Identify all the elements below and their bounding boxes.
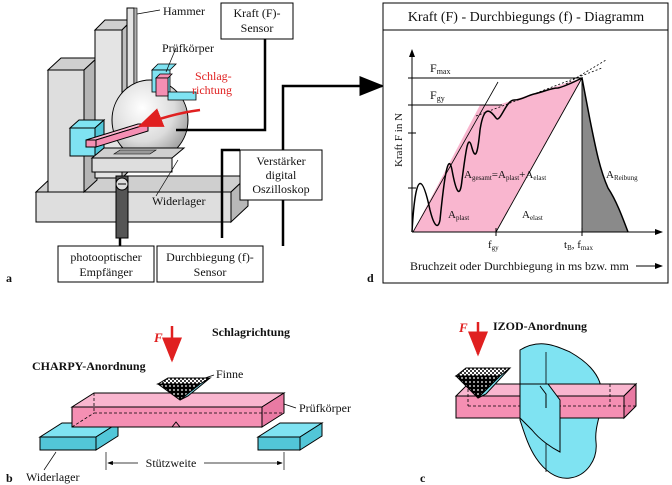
x-tb: t bbox=[564, 239, 567, 251]
svg-text:Agesamt=Aplast+Aelast: Agesamt=Aplast+Aelast bbox=[464, 169, 546, 182]
schlagrichtung-arrow bbox=[137, 108, 201, 128]
fgy-sub: gy bbox=[437, 94, 445, 103]
a-plast: A bbox=[448, 209, 456, 221]
panel-a-apparatus: Hammer Prüfkörper Schlag- richtung Wider… bbox=[6, 4, 385, 285]
panel-b-charpy: F Schlagrichtung CHARPY-Anordnung Finne … bbox=[6, 325, 351, 485]
svg-text:fgy: fgy bbox=[488, 239, 499, 252]
verstaerker-label-3: Oszilloskop bbox=[252, 182, 309, 196]
kraft-sensor-label-1: Kraft (F)- bbox=[234, 6, 281, 20]
widerlager-label-a: Widerlager bbox=[152, 194, 205, 208]
force-label-c: F bbox=[458, 320, 468, 335]
durch-label-2: Sensor bbox=[194, 265, 227, 279]
x-axis-label: Bruchzeit oder Durchbiegung in ms bzw. m… bbox=[410, 259, 630, 273]
hammer-label: Hammer bbox=[163, 4, 205, 18]
panel-a-letter: a bbox=[6, 271, 12, 285]
photo-empfaenger-box: photooptischer Empfänger bbox=[57, 245, 155, 283]
durch-label-1: Durchbiegung (f)- bbox=[166, 250, 254, 264]
panel-d-diagram: Kraft (F) - Durchbiegungs (f) - Diagramm… bbox=[367, 2, 669, 285]
svg-text:Fgy: Fgy bbox=[430, 88, 445, 103]
a-gesamt: A bbox=[464, 169, 472, 181]
x-fgy: f bbox=[488, 239, 492, 251]
svg-text:Aplast: Aplast bbox=[448, 209, 469, 222]
a-elast: A bbox=[522, 209, 530, 221]
schlagrichtung-label-b: Schlagrichtung bbox=[212, 325, 290, 339]
photo-label-2: Empfänger bbox=[79, 265, 132, 279]
photo-label-1: photooptischer bbox=[70, 250, 141, 264]
fgy-label: F bbox=[430, 88, 437, 102]
panel-c-izod: F IZOD-Anordnung c bbox=[420, 319, 638, 485]
finne-label: Finne bbox=[216, 367, 243, 381]
stuetzweite-label: Stützweite bbox=[146, 456, 197, 470]
pruefkoerper-label-b: Prüfkörper bbox=[299, 401, 351, 415]
charpy-title: CHARPY-Anordnung bbox=[32, 359, 146, 373]
svg-text:Aelast: Aelast bbox=[522, 209, 543, 222]
svg-text:tB, fmax: tB, fmax bbox=[564, 239, 593, 252]
force-label-b: F bbox=[153, 330, 163, 345]
kraft-sensor-label-2: Sensor bbox=[241, 21, 274, 35]
schlagrichtung-label-1: Schlag- bbox=[195, 69, 232, 83]
fmax-label: F bbox=[430, 61, 437, 75]
verstaerker-box: Verstärker digital Oszilloskop bbox=[239, 149, 323, 201]
panel-c-letter: c bbox=[420, 471, 426, 485]
schlagrichtung-label-2: richtung bbox=[192, 83, 232, 97]
kraft-sensor-box: Kraft (F)- Sensor bbox=[220, 2, 294, 40]
svg-text:Fmax: Fmax bbox=[430, 61, 450, 76]
panel-b-letter: b bbox=[6, 471, 13, 485]
y-axis-label: Kraft F in N bbox=[393, 113, 405, 167]
pruefkoerper-label-a: Prüfkörper bbox=[162, 41, 214, 55]
widerlager-label-b: Widerlager bbox=[26, 470, 79, 484]
a-reibung: A bbox=[606, 169, 614, 181]
durchbiegung-sensor-box: Durchbiegung (f)- Sensor bbox=[156, 245, 264, 283]
verstaerker-label-1: Verstärker bbox=[256, 154, 305, 168]
diagram-title: Kraft (F) - Durchbiegungs (f) - Diagramm bbox=[408, 10, 644, 25]
panel-d-letter: d bbox=[367, 271, 374, 285]
svg-text:AReibung: AReibung bbox=[606, 169, 638, 182]
izod-title: IZOD-Anordnung bbox=[493, 319, 587, 333]
kraft-curve bbox=[411, 76, 629, 233]
fmax-sub: max bbox=[437, 67, 451, 76]
verstaerker-label-2: digital bbox=[266, 168, 297, 182]
